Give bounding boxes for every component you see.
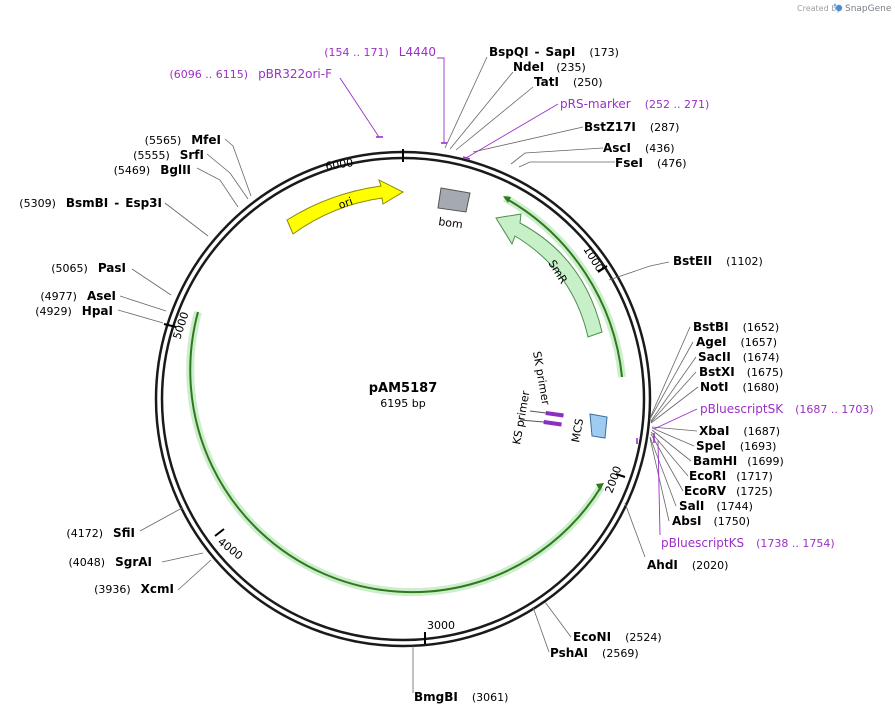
site-label-noti: NotI(1680) <box>700 380 779 394</box>
orf-arrow-2 <box>596 483 604 491</box>
site-label-pasi: (5065)PasI <box>51 261 126 275</box>
mcs-box <box>589 413 608 439</box>
tick-4000-label: 4000 <box>215 535 245 562</box>
tick-3000-label: 3000 <box>427 619 455 632</box>
site-label-agei: AgeI(1657) <box>696 335 777 349</box>
site-label-sacii: SacII(1674) <box>698 350 779 364</box>
site-label-mfei: (5565)MfeI <box>145 133 221 147</box>
tick-6000-label: 6000 <box>325 156 355 173</box>
credit-created-by: Created by <box>797 4 841 13</box>
site-label-hpai: (4929)HpaI <box>35 304 113 318</box>
site-label-xbai: XbaI(1687) <box>699 424 780 438</box>
site-label-asci: AscI(436) <box>603 141 675 155</box>
primer-label-pbr322ori-f: (6096 .. 6115)pBR322ori-F <box>170 67 333 81</box>
tick-5000-label: 5000 <box>170 310 191 341</box>
ori-arrow <box>286 179 405 235</box>
sk-primer-leader <box>529 410 547 414</box>
ks-primer-leader <box>519 419 545 423</box>
site-label-ecorv: EcoRV(1725) <box>684 484 773 498</box>
orf-arrow-1 <box>503 196 511 203</box>
bom-box <box>437 187 471 213</box>
site-label-bamhi: BamHI(1699) <box>693 454 784 468</box>
site-label-sfii: (4172)SfiI <box>66 526 135 540</box>
ori-label: ori <box>337 195 355 212</box>
site-label-asei: (4977)AseI <box>40 289 116 303</box>
site-label-spei: SpeI(1693) <box>696 439 776 453</box>
primer-label-pbluescriptsk: pBluescriptSK(1687 .. 1703) <box>700 402 874 416</box>
primer-marks <box>376 136 655 444</box>
site-label-econi: EcoNI(2524) <box>573 630 662 644</box>
sk-primer-label: SK primer <box>530 350 552 406</box>
tick-4000-mark <box>214 528 225 537</box>
site-label-bstbi: BstBI(1652) <box>693 320 779 334</box>
tick-5000-mark <box>163 323 177 328</box>
primer-label-prs-marker: pRS-marker(252 .. 271) <box>560 97 709 111</box>
site-label-absi: AbsI(1750) <box>672 514 750 528</box>
primer-label-l4440: (154 .. 171)L4440 <box>324 45 436 59</box>
site-label-bstxi: BstXI(1675) <box>699 365 783 379</box>
orf-arc-1 <box>504 197 623 378</box>
site-label-bsteii: BstEII(1102) <box>673 254 763 268</box>
bom-label: bom <box>438 215 464 231</box>
ks-primer-label: KS primer <box>510 389 532 445</box>
tick-1000-mark <box>597 265 608 273</box>
primer-label-pbluescriptks: pBluescriptKS(1738 .. 1754) <box>661 536 835 550</box>
site-label-bsmbi: (5309)BsmBI-Esp3I <box>19 196 162 210</box>
mcs-label: MCS <box>569 417 586 443</box>
site-label-ahdi: AhdI(2020) <box>647 558 728 572</box>
plasmid-name: pAM5187 <box>369 381 438 396</box>
orf-arc-2 <box>189 311 602 594</box>
site-label-bstz17i: BstZ17I(287) <box>584 120 679 134</box>
site-label-ecori: EcoRI(1717) <box>689 469 773 483</box>
site-label-sali: SalI(1744) <box>679 499 753 513</box>
site-label-ndei: NdeI(235) <box>513 60 586 74</box>
site-label-fsei: FseI(476) <box>615 156 687 170</box>
tick-2000-mark <box>615 473 626 478</box>
snapgene-logo-icon <box>833 3 843 12</box>
tick-2000-label: 2000 <box>603 464 625 495</box>
plasmid-length: 6195 bp <box>380 397 425 410</box>
site-label-sgrai: (4048)SgrAI <box>69 555 152 569</box>
site-label-pshai: PshAI(2569) <box>550 646 639 660</box>
site-label-bspqi: BspQI-SapI(173) <box>489 45 619 59</box>
primer-leaders <box>339 57 698 536</box>
site-label-tati: TatI(250) <box>534 75 603 89</box>
site-leaders <box>117 56 699 693</box>
ks-primer-bar <box>543 420 562 427</box>
site-label-xcmi: (3936)XcmI <box>94 582 174 596</box>
site-label-srfi: (5555)SrfI <box>133 148 204 162</box>
sk-primer-bar <box>545 411 564 418</box>
site-label-bglii: (5469)BglII <box>114 163 191 177</box>
credit-brand: SnapGene <box>845 4 892 14</box>
site-label-bmgbi: BmgBI(3061) <box>414 690 508 704</box>
smr-arrow <box>495 213 603 338</box>
